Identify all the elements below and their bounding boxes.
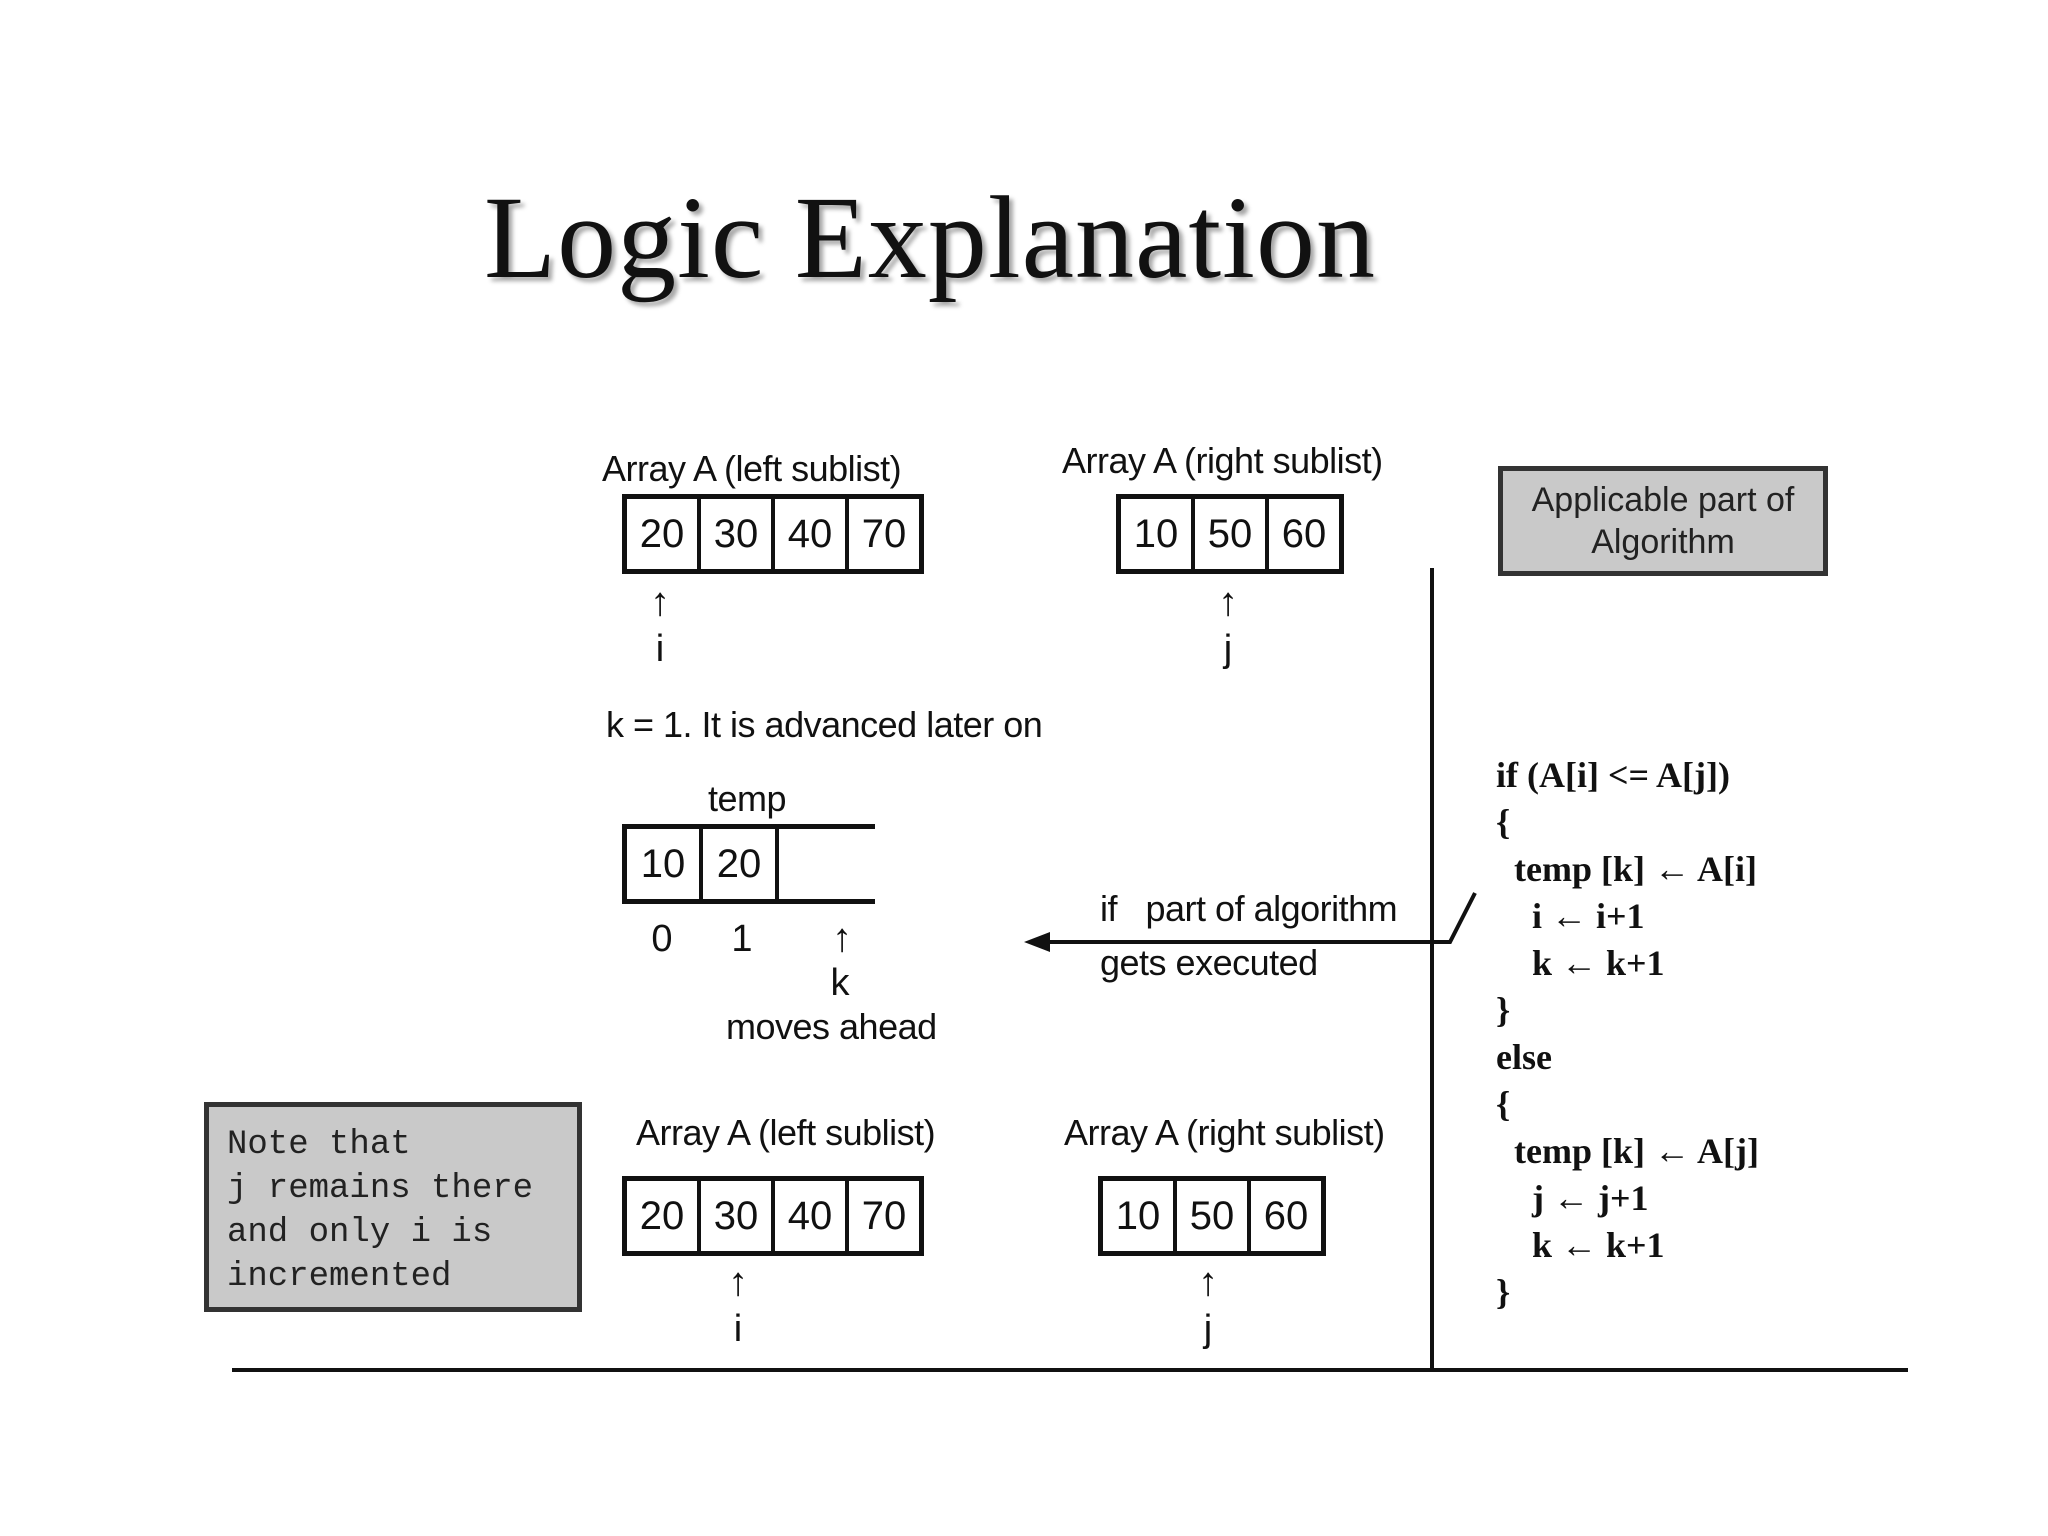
code-line: } — [1496, 990, 1511, 1030]
top-left-array: 20 30 40 70 — [622, 494, 924, 574]
code-line: { — [1496, 802, 1511, 842]
temp-empty-cell — [779, 829, 875, 899]
array-cell: 40 — [775, 1181, 849, 1251]
array-cell: 70 — [861, 511, 907, 556]
note-line: j remains there — [227, 1170, 534, 1208]
array-cell: 20 — [627, 499, 701, 569]
algo-box-line2: Algorithm — [1591, 523, 1735, 561]
algorithm-code: if (A[i] <= A[j]) { temp [k] ← A[i] i ← … — [1496, 752, 1759, 1316]
array-cell: 60 — [1263, 1193, 1309, 1238]
k-note: k = 1. It is advanced later on — [606, 704, 1043, 745]
code-line: k ← k+1 — [1496, 943, 1665, 983]
temp-label: temp — [708, 778, 787, 819]
temp-index-0: 0 — [651, 918, 673, 960]
top-left-array-label: Array A (left sublist) — [602, 448, 902, 489]
bottom-left-array-label: Array A (left sublist) — [636, 1112, 936, 1153]
array-cell: 30 — [701, 499, 775, 569]
array-cell: 50 — [1177, 1181, 1251, 1251]
note-box: Note that j remains there and only i is … — [204, 1102, 582, 1312]
up-arrow-icon: ↑ — [832, 916, 852, 960]
note-line: and only i is — [227, 1214, 493, 1252]
top-right-array-label: Array A (right sublist) — [1062, 440, 1383, 481]
code-line: } — [1496, 1272, 1511, 1312]
pointer-label-j: j — [1223, 628, 1233, 670]
code-line: temp [k] ← A[i] — [1496, 849, 1757, 889]
bottom-left-array: 20 30 40 70 — [622, 1176, 924, 1256]
bottom-right-array-label: Array A (right sublist) — [1064, 1112, 1385, 1153]
applicable-algorithm-box: Applicable part of Algorithm — [1498, 466, 1828, 576]
code-line: if (A[i] <= A[j]) — [1496, 755, 1730, 795]
array-cell: 10 — [1121, 499, 1195, 569]
slide-title: Logic Explanation — [484, 172, 1376, 303]
arrow-text-line1: if part of algorithm — [1100, 888, 1398, 929]
array-cell: 30 — [701, 1181, 775, 1251]
up-arrow-icon: ↑ — [1218, 580, 1238, 624]
up-arrow-icon: ↑ — [728, 1260, 748, 1304]
temp-index-1: 1 — [731, 918, 753, 960]
code-line: else — [1496, 1037, 1552, 1077]
code-line: { — [1496, 1084, 1511, 1124]
note-line: Note that — [227, 1126, 411, 1164]
array-cell: 70 — [861, 1193, 907, 1238]
pointer-label-i: i — [733, 1308, 743, 1350]
moves-ahead-label: moves ahead — [726, 1006, 937, 1047]
array-cell: 50 — [1195, 499, 1269, 569]
arrowhead-left-icon — [1024, 932, 1050, 952]
temp-array: 10 20 — [622, 824, 875, 904]
array-cell: 10 — [1103, 1181, 1177, 1251]
code-line: temp [k] ← A[j] — [1496, 1131, 1759, 1171]
up-arrow-icon: ↑ — [1198, 1260, 1218, 1304]
code-line: k ← k+1 — [1496, 1225, 1665, 1265]
array-cell: 40 — [775, 499, 849, 569]
code-line: i ← i+1 — [1496, 896, 1645, 936]
note-line: incremented — [227, 1258, 452, 1296]
array-cell: 20 — [627, 1181, 701, 1251]
code-line: j ← j+1 — [1496, 1178, 1649, 1218]
arrow-text-line2: gets executed — [1100, 942, 1318, 983]
temp-cell: 10 — [627, 829, 703, 899]
array-cell: 60 — [1281, 511, 1327, 556]
top-right-array: 10 50 60 — [1116, 494, 1344, 574]
temp-cell: 20 — [703, 829, 779, 899]
pointer-label-k: k — [830, 962, 850, 1004]
pointer-label-i: i — [655, 628, 665, 670]
up-arrow-icon: ↑ — [650, 580, 670, 624]
algo-box-line1: Applicable part of — [1531, 481, 1795, 519]
bottom-right-array: 10 50 60 — [1098, 1176, 1326, 1256]
execution-arrow-line — [1040, 892, 1477, 944]
pointer-label-j: j — [1203, 1308, 1213, 1350]
